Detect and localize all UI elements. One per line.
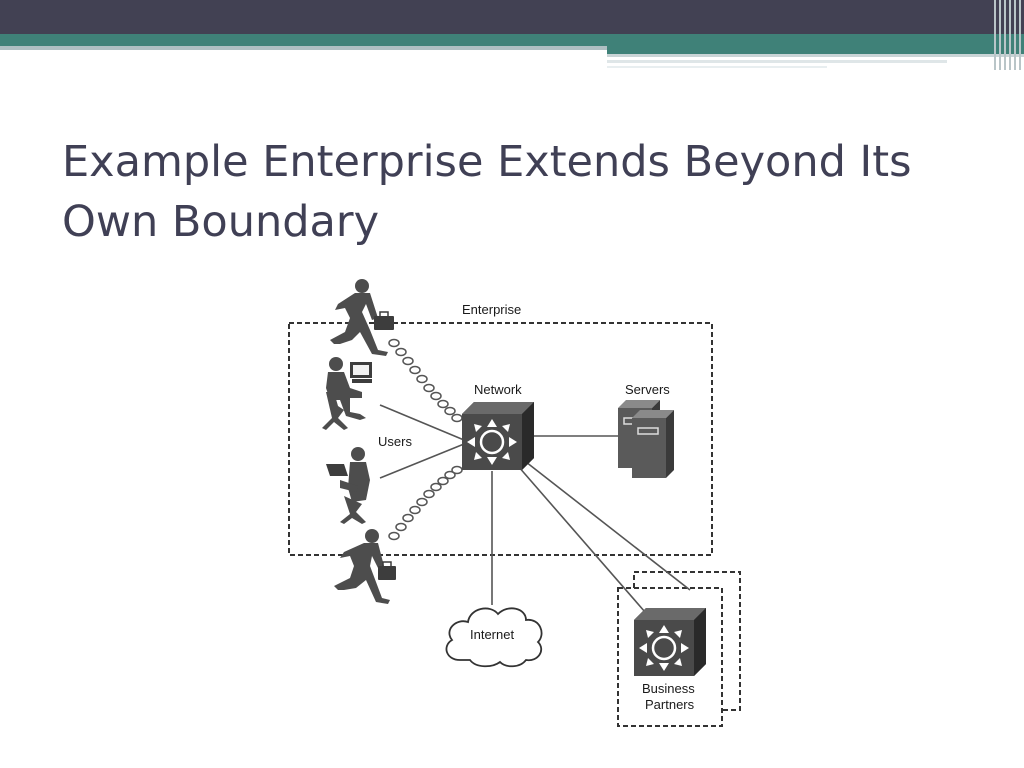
header-right-stripe <box>607 66 827 68</box>
header-right-stripe <box>607 54 1024 57</box>
slide-title-line-1: Example Enterprise Extends Beyond Its <box>62 137 912 187</box>
connection-lines <box>379 404 691 613</box>
mobile-user-icon <box>334 529 396 604</box>
desktop-user-icon <box>322 357 372 430</box>
header-bar <box>0 0 1024 34</box>
users-label: Users <box>378 434 412 449</box>
internet-cloud-icon <box>445 607 543 668</box>
network-switch-icon <box>460 400 536 472</box>
header-corner-lines <box>992 0 1024 70</box>
wireless-link-upper <box>388 338 463 423</box>
slide-title: Example Enterprise Extends Beyond Its Ow… <box>62 132 982 252</box>
server-icon <box>631 409 675 479</box>
enterprise-label: Enterprise <box>462 302 521 317</box>
business-partners-label-line-1: Business <box>642 681 695 696</box>
business-partners-label-line-2: Partners <box>645 697 695 712</box>
network-label: Network <box>474 382 522 397</box>
business-partner-switch-icon <box>632 606 708 678</box>
header-right-stripe <box>607 60 947 63</box>
wireless-link-lower <box>388 465 463 541</box>
header-accent-band-light <box>0 46 610 50</box>
internet-label: Internet <box>470 627 514 642</box>
laptop-user-icon <box>326 447 370 524</box>
slide-title-line-2: Own Boundary <box>62 197 380 247</box>
enterprise-boundary <box>288 322 713 556</box>
mobile-user-icon <box>330 279 394 356</box>
servers-label: Servers <box>625 382 670 397</box>
header-accent-band <box>0 34 1024 46</box>
header-right-stripe <box>607 46 1024 54</box>
